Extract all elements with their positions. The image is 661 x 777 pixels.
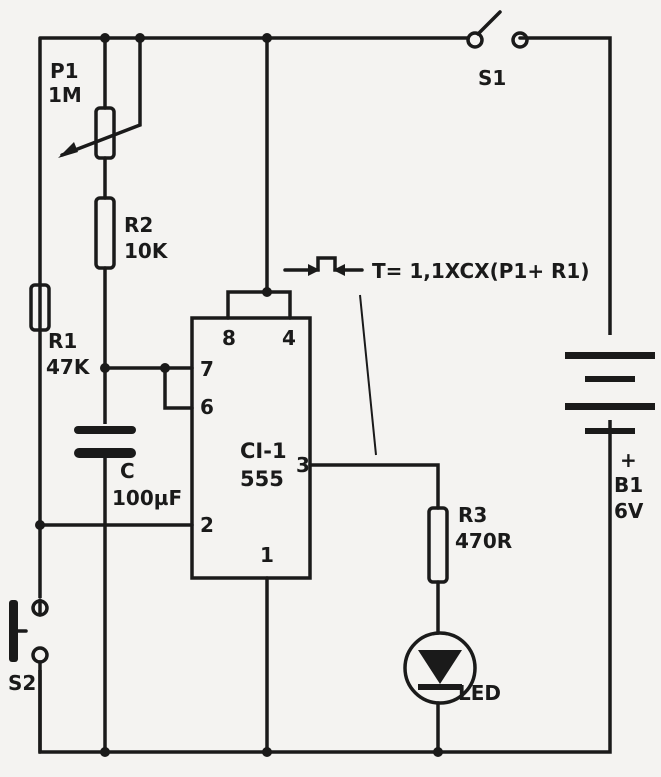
wire-pin3 xyxy=(308,463,440,754)
r3-ref: R3 xyxy=(458,503,487,527)
p1-ref: P1 xyxy=(50,59,79,83)
ic-value: 555 xyxy=(240,467,284,491)
wire-vcc xyxy=(226,36,292,320)
r3-value: 470R xyxy=(455,529,512,553)
b1-polarity: + xyxy=(620,448,637,472)
r1-ref: R1 xyxy=(48,329,77,353)
s1-label: S1 xyxy=(478,66,506,90)
pin-1: 1 xyxy=(260,543,274,567)
timing-formula: T= 1,1XCX(P1+ R1) xyxy=(372,259,590,283)
r1-value: 47K xyxy=(46,355,91,379)
capacitor-plate xyxy=(74,448,136,458)
wiper-arrow-icon xyxy=(58,142,78,158)
pushbutton-s2 xyxy=(9,600,18,662)
battery-plate xyxy=(565,352,655,359)
battery-plate xyxy=(585,428,635,434)
c-value: 100µF xyxy=(112,486,182,510)
ic-555 xyxy=(190,316,312,580)
s2-label: S2 xyxy=(8,671,36,695)
c-ref: C xyxy=(120,459,135,483)
led xyxy=(403,631,477,705)
pin-7: 7 xyxy=(200,357,214,381)
pin-2: 2 xyxy=(200,513,214,537)
wire-pin7 xyxy=(103,366,194,410)
b1-ref: B1 xyxy=(614,473,643,497)
ic-ref: CI-1 xyxy=(240,439,287,463)
battery-plate xyxy=(585,376,635,382)
wire-p1-column xyxy=(60,36,142,754)
p1-value: 1M xyxy=(48,83,82,107)
pin-4: 4 xyxy=(282,326,296,350)
b1-value: 6V xyxy=(614,499,644,523)
led-diode-icon xyxy=(418,650,462,684)
battery-plate xyxy=(565,403,655,410)
pulse-annotation xyxy=(283,256,377,456)
junction-dots xyxy=(35,33,443,757)
pin-6: 6 xyxy=(200,395,214,419)
resistor-r3 xyxy=(427,506,449,584)
pin-8: 8 xyxy=(222,326,236,350)
capacitor-plate xyxy=(74,426,136,434)
pin-3: 3 xyxy=(296,453,310,477)
resistor-r2 xyxy=(94,196,116,270)
switch-s1 xyxy=(466,10,529,49)
r2-ref: R2 xyxy=(124,213,153,237)
led-label: LED xyxy=(458,681,501,705)
potentiometer-p1 xyxy=(94,106,116,160)
r2-value: 10K xyxy=(124,239,169,263)
wire-top xyxy=(38,36,612,754)
resistor-r1 xyxy=(29,283,51,332)
